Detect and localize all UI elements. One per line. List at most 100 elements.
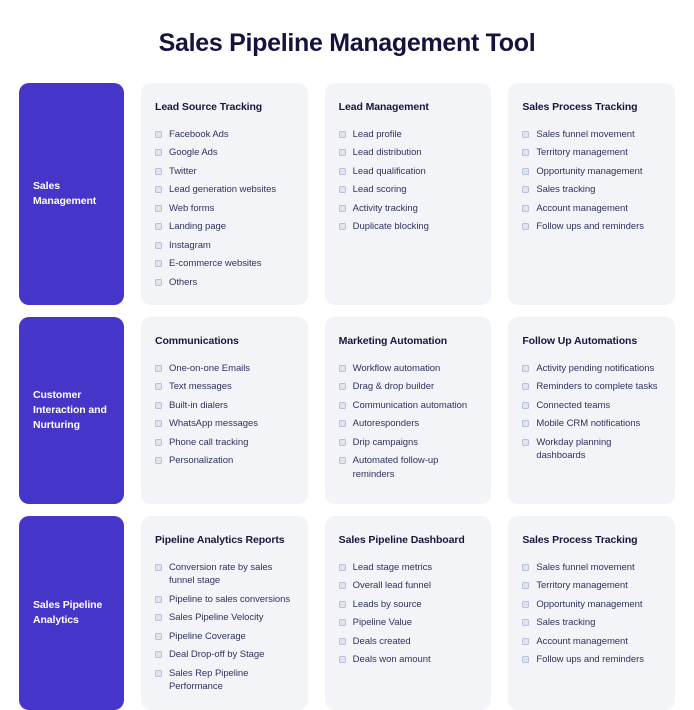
list-item[interactable]: Territory management (522, 146, 659, 159)
list-item[interactable]: Workflow automation (338, 362, 476, 375)
checkbox-icon[interactable] (155, 563, 162, 571)
checkbox-icon[interactable] (522, 563, 530, 571)
feature-card-follow-up-automations[interactable]: Follow Up Automations Activity pending n… (508, 317, 676, 504)
checkbox-icon[interactable] (338, 383, 346, 391)
list-item[interactable]: Drag & drop builder (338, 380, 476, 393)
list-item[interactable]: Sales funnel movement (522, 128, 659, 141)
list-item[interactable]: Landing page (155, 220, 292, 233)
list-item[interactable]: Opportunity management (522, 598, 659, 611)
feature-card-sales-process-tracking-analytics[interactable]: Sales Process Tracking Sales funnel move… (508, 516, 676, 710)
checkbox-icon[interactable] (155, 632, 162, 640)
checkbox-icon[interactable] (155, 130, 162, 138)
checkbox-icon[interactable] (338, 563, 346, 571)
list-item[interactable]: Others (155, 276, 292, 289)
list-item[interactable]: Pipeline Value (338, 616, 476, 629)
checkbox-icon[interactable] (338, 600, 346, 608)
list-item[interactable]: Lead qualification (338, 165, 476, 178)
checkbox-icon[interactable] (338, 637, 346, 645)
feature-card-lead-source-tracking[interactable]: Lead Source Tracking Facebook Ads Google… (141, 83, 308, 305)
checkbox-icon[interactable] (155, 204, 162, 212)
list-item[interactable]: Phone call tracking (155, 436, 292, 449)
list-item[interactable]: Lead generation websites (155, 183, 292, 196)
checkbox-icon[interactable] (338, 582, 346, 590)
checkbox-icon[interactable] (522, 130, 530, 138)
list-item[interactable]: Account management (522, 635, 659, 648)
checkbox-icon[interactable] (338, 364, 346, 372)
checkbox-icon[interactable] (338, 438, 346, 446)
feature-card-sales-process-tracking[interactable]: Sales Process Tracking Sales funnel move… (508, 83, 676, 305)
checkbox-icon[interactable] (155, 223, 162, 231)
list-item[interactable]: Follow ups and reminders (522, 653, 659, 666)
checkbox-icon[interactable] (155, 149, 162, 157)
list-item[interactable]: Leads by source (338, 598, 476, 611)
list-item[interactable]: Facebook Ads (155, 128, 292, 141)
checkbox-icon[interactable] (522, 364, 530, 372)
category-card-sales-pipeline-analytics[interactable]: Sales Pipeline Analytics (19, 516, 124, 710)
checkbox-icon[interactable] (338, 619, 346, 627)
checkbox-icon[interactable] (155, 614, 162, 622)
list-item[interactable]: Built-in dialers (155, 399, 292, 412)
list-item[interactable]: Sales Rep Pipeline Performance (155, 667, 292, 694)
checkbox-icon[interactable] (522, 383, 530, 391)
checkbox-icon[interactable] (155, 260, 162, 268)
checkbox-icon[interactable] (522, 167, 530, 175)
checkbox-icon[interactable] (338, 457, 346, 465)
list-item[interactable]: Lead profile (338, 128, 476, 141)
checkbox-icon[interactable] (338, 223, 346, 231)
list-item[interactable]: Google Ads (155, 146, 292, 159)
category-card-sales-management[interactable]: Sales Management (19, 83, 124, 305)
checkbox-icon[interactable] (155, 651, 162, 659)
checkbox-icon[interactable] (522, 401, 530, 409)
list-item[interactable]: Text messages (155, 380, 292, 393)
checkbox-icon[interactable] (522, 619, 530, 627)
list-item[interactable]: Autoresponders (338, 417, 476, 430)
checkbox-icon[interactable] (155, 364, 162, 372)
list-item[interactable]: E-commerce websites (155, 257, 292, 270)
list-item[interactable]: Conversion rate by sales funnel stage (155, 561, 292, 588)
list-item[interactable]: Drip campaigns (338, 436, 476, 449)
checkbox-icon[interactable] (338, 167, 346, 175)
list-item[interactable]: Account management (522, 202, 659, 215)
list-item[interactable]: Sales tracking (522, 183, 659, 196)
checkbox-icon[interactable] (338, 204, 346, 212)
checkbox-icon[interactable] (155, 241, 162, 249)
checkbox-icon[interactable] (155, 401, 162, 409)
checkbox-icon[interactable] (155, 278, 162, 286)
checkbox-icon[interactable] (522, 204, 530, 212)
list-item[interactable]: Overall lead funnel (338, 579, 476, 592)
list-item[interactable]: Opportunity management (522, 165, 659, 178)
checkbox-icon[interactable] (338, 401, 346, 409)
checkbox-icon[interactable] (338, 420, 346, 428)
list-item[interactable]: Pipeline to sales conversions (155, 593, 292, 606)
checkbox-icon[interactable] (522, 149, 530, 157)
feature-card-sales-pipeline-dashboard[interactable]: Sales Pipeline Dashboard Lead stage metr… (324, 516, 492, 710)
checkbox-icon[interactable] (155, 669, 162, 677)
list-item[interactable]: Personalization (155, 454, 292, 467)
list-item[interactable]: Deal Drop-off by Stage (155, 648, 292, 661)
list-item[interactable]: Deals created (338, 635, 476, 648)
list-item[interactable]: Lead stage metrics (338, 561, 476, 574)
checkbox-icon[interactable] (522, 186, 530, 194)
checkbox-icon[interactable] (155, 167, 162, 175)
list-item[interactable]: Workday planning dashboards (522, 436, 659, 463)
checkbox-icon[interactable] (522, 600, 530, 608)
list-item[interactable]: Web forms (155, 202, 292, 215)
list-item[interactable]: Instagram (155, 239, 292, 252)
list-item[interactable]: Territory management (522, 579, 659, 592)
checkbox-icon[interactable] (338, 130, 346, 138)
checkbox-icon[interactable] (155, 595, 162, 603)
category-card-customer-interaction-and-nurturing[interactable]: Customer Interaction and Nurturing (19, 317, 124, 504)
feature-card-lead-management[interactable]: Lead Management Lead profile Lead distri… (324, 83, 492, 305)
list-item[interactable]: Deals won amount (338, 653, 476, 666)
list-item[interactable]: Communication automation (338, 399, 476, 412)
checkbox-icon[interactable] (338, 186, 346, 194)
checkbox-icon[interactable] (522, 223, 530, 231)
list-item[interactable]: Sales funnel movement (522, 561, 659, 574)
list-item[interactable]: Sales tracking (522, 616, 659, 629)
checkbox-icon[interactable] (522, 582, 530, 590)
list-item[interactable]: Mobile CRM notifications (522, 417, 659, 430)
list-item[interactable]: Activity tracking (338, 202, 476, 215)
checkbox-icon[interactable] (155, 438, 162, 446)
checkbox-icon[interactable] (522, 637, 530, 645)
list-item[interactable]: Sales Pipeline Velocity (155, 611, 292, 624)
